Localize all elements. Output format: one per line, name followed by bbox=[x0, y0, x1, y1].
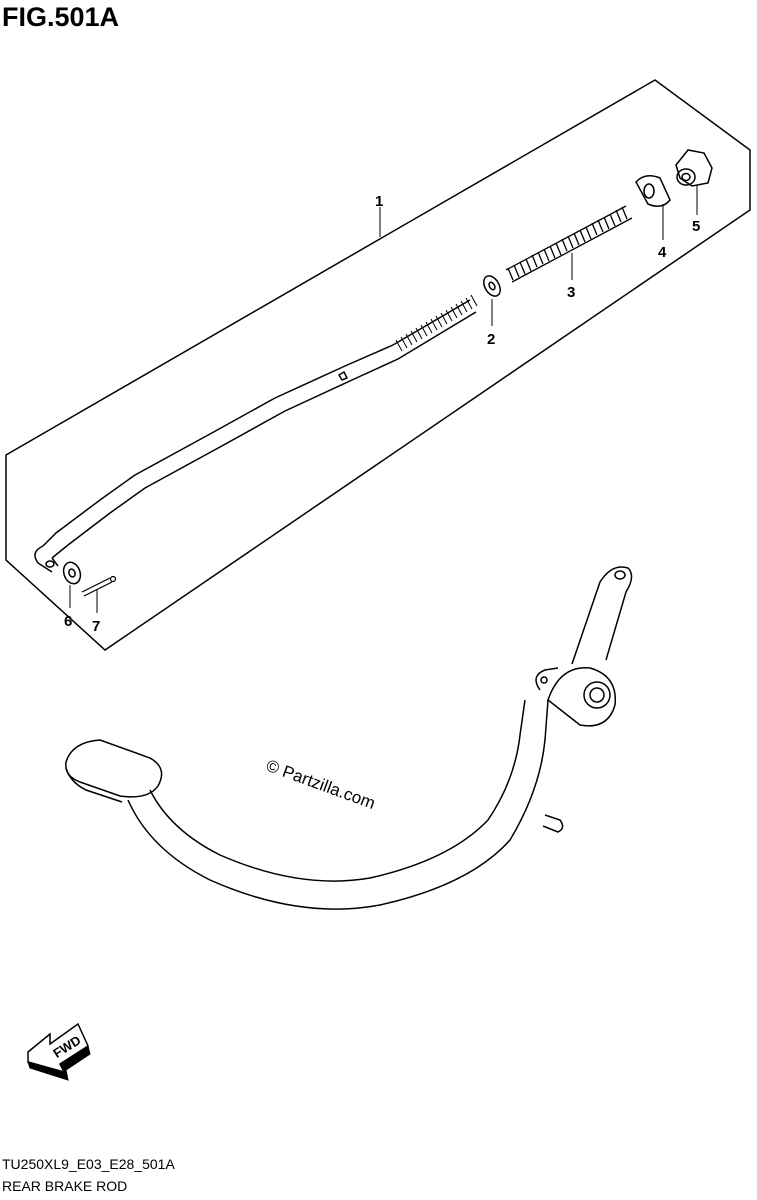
callout-3: 3 bbox=[567, 284, 575, 301]
figure-title: FIG.501A bbox=[2, 2, 120, 32]
brake-rod bbox=[34, 299, 477, 573]
figure-code: TU250XL9_E03_E28_501A bbox=[2, 1156, 175, 1172]
rod-thread bbox=[395, 294, 478, 352]
callout-4: 4 bbox=[658, 244, 667, 261]
fwd-arrow-icon: FWD bbox=[27, 1022, 91, 1081]
brake-pedal bbox=[65, 566, 633, 910]
callout-2: 2 bbox=[487, 331, 495, 348]
watermark-text: © Partzilla.com bbox=[264, 756, 378, 813]
nut bbox=[675, 149, 713, 187]
washer-small bbox=[62, 561, 82, 585]
spring bbox=[505, 205, 633, 283]
callout-5: 5 bbox=[692, 218, 700, 235]
washer bbox=[483, 275, 501, 297]
cotter-pin bbox=[81, 575, 117, 597]
callout-7: 7 bbox=[92, 618, 100, 635]
leader-lines bbox=[69, 185, 698, 613]
callout-6: 6 bbox=[64, 613, 72, 630]
joint bbox=[635, 175, 671, 207]
assembly-box bbox=[5, 79, 751, 651]
callout-1: 1 bbox=[375, 193, 383, 210]
figure-name: REAR BRAKE ROD bbox=[2, 1178, 128, 1194]
